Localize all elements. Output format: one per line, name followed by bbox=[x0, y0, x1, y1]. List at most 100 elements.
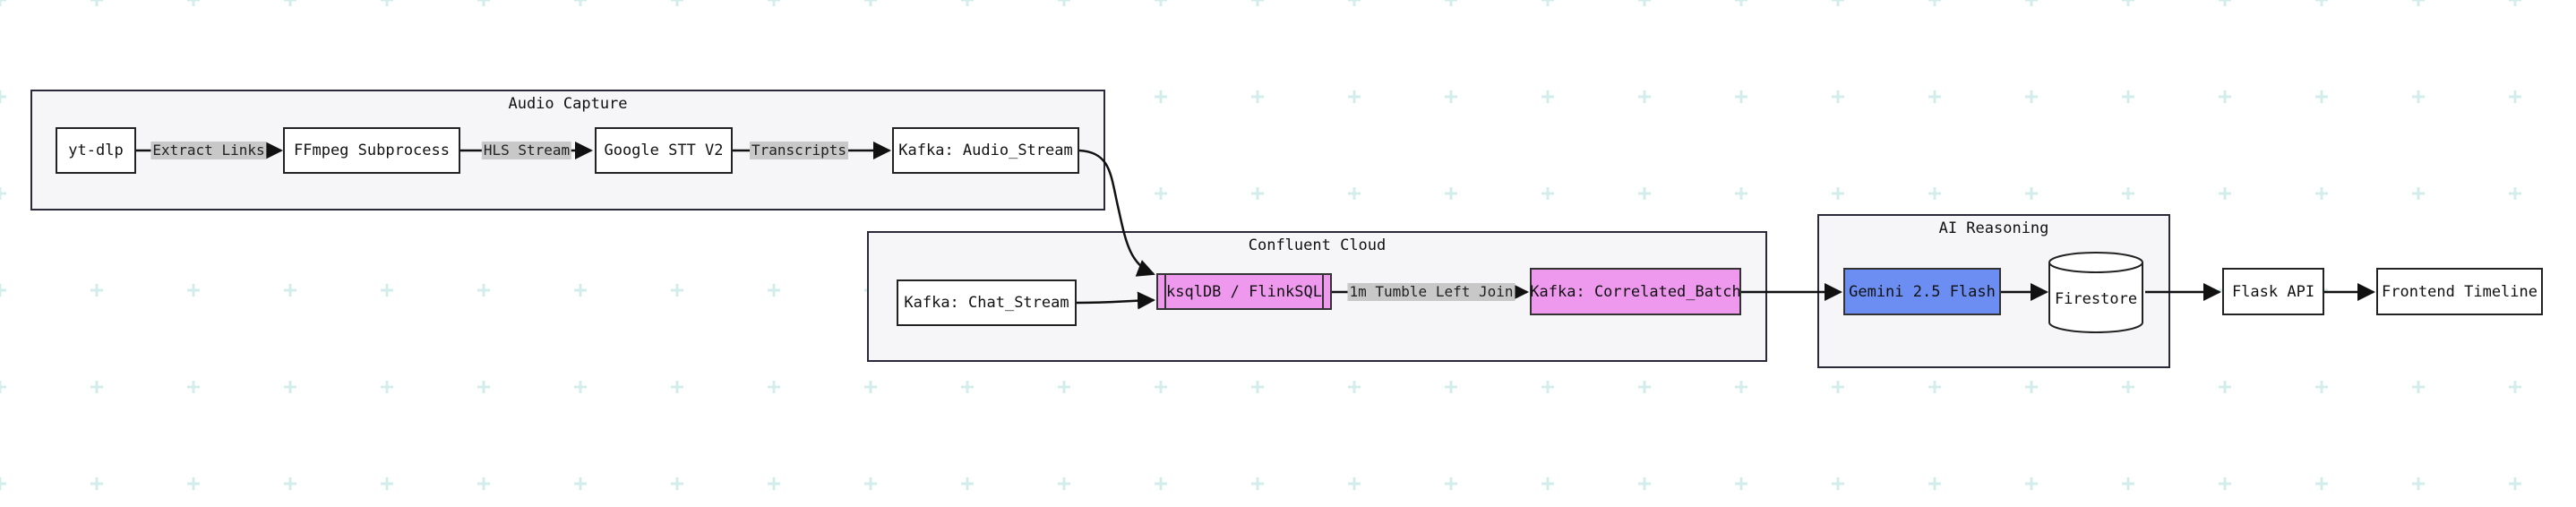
background-plus-mark bbox=[477, 477, 490, 490]
background-plus-mark bbox=[2025, 0, 2038, 6]
background-plus-mark bbox=[1348, 90, 1361, 103]
background-plus-mark bbox=[1348, 381, 1361, 393]
background-plus-mark bbox=[768, 477, 780, 490]
background-plus-mark bbox=[0, 284, 6, 296]
background-plus-mark bbox=[768, 284, 780, 296]
background-plus-mark bbox=[187, 477, 200, 490]
background-plus-mark bbox=[284, 0, 296, 6]
background-plus-mark bbox=[187, 284, 200, 296]
background-plus-mark bbox=[671, 381, 683, 393]
background-plus-mark bbox=[2219, 187, 2231, 200]
node-kafka-correlated-batch: Kafka: Correlated_Batch bbox=[1530, 268, 1741, 315]
background-plus-mark bbox=[1251, 0, 1264, 6]
background-plus-mark bbox=[2412, 187, 2425, 200]
background-plus-mark bbox=[1058, 381, 1070, 393]
background-plus-mark bbox=[2412, 0, 2425, 6]
background-plus-mark bbox=[2122, 477, 2134, 490]
background-plus-mark bbox=[2315, 381, 2328, 393]
background-plus-mark bbox=[284, 477, 296, 490]
background-plus-mark bbox=[1928, 0, 1941, 6]
background-plus-mark bbox=[1348, 187, 1361, 200]
background-plus-mark bbox=[574, 477, 587, 490]
background-plus-mark bbox=[1638, 0, 1651, 6]
background-plus-mark bbox=[0, 187, 6, 200]
node-kafka-audio-stream: Kafka: Audio_Stream bbox=[892, 127, 1079, 174]
background-plus-mark bbox=[1638, 381, 1651, 393]
background-plus-mark bbox=[1445, 477, 1457, 490]
background-plus-mark bbox=[2025, 477, 2038, 490]
background-plus-mark bbox=[1251, 381, 1264, 393]
node-kafka-chat-stream: Kafka: Chat_Stream bbox=[897, 279, 1077, 326]
background-plus-mark bbox=[2122, 381, 2134, 393]
background-plus-mark bbox=[2219, 0, 2231, 6]
edge-label-extract-links: Extract Links bbox=[150, 142, 267, 159]
background-plus-mark bbox=[1928, 90, 1941, 103]
background-plus-mark bbox=[1251, 90, 1264, 103]
edge-label-tumble-join: 1m Tumble Left Join bbox=[1347, 283, 1516, 301]
background-plus-mark bbox=[0, 477, 6, 490]
background-plus-mark bbox=[187, 0, 200, 6]
background-plus-mark bbox=[1155, 90, 1167, 103]
background-plus-mark bbox=[2412, 381, 2425, 393]
node-google-stt: Google STT V2 bbox=[595, 127, 733, 174]
background-plus-mark bbox=[477, 0, 490, 6]
background-plus-mark bbox=[284, 381, 296, 393]
background-plus-mark bbox=[574, 0, 587, 6]
background-plus-mark bbox=[381, 477, 393, 490]
node-flask-api: Flask API bbox=[2222, 268, 2324, 315]
background-plus-mark bbox=[1735, 0, 1747, 6]
background-plus-mark bbox=[2509, 477, 2521, 490]
node-frontend-timeline: Frontend Timeline bbox=[2376, 268, 2543, 315]
background-plus-mark bbox=[864, 381, 877, 393]
background-plus-mark bbox=[1155, 381, 1167, 393]
background-plus-mark bbox=[2025, 381, 2038, 393]
node-yt-dlp: yt-dlp bbox=[56, 127, 136, 174]
background-plus-mark bbox=[1058, 477, 1070, 490]
edge-label-hls-stream: HLS Stream bbox=[481, 142, 572, 159]
background-plus-mark bbox=[2412, 90, 2425, 103]
background-plus-mark bbox=[2025, 90, 2038, 103]
background-plus-mark bbox=[1832, 477, 1844, 490]
background-plus-mark bbox=[1832, 187, 1844, 200]
background-plus-mark bbox=[2122, 0, 2134, 6]
edge-label-transcripts: Transcripts bbox=[750, 142, 848, 159]
background-plus-mark bbox=[2315, 477, 2328, 490]
node-ffmpeg-subprocess: FFmpeg Subprocess bbox=[283, 127, 460, 174]
background-plus-mark bbox=[0, 381, 6, 393]
group-title-audio-capture: Audio Capture bbox=[508, 95, 628, 113]
background-plus-mark bbox=[671, 284, 683, 296]
background-plus-mark bbox=[864, 477, 877, 490]
background-plus-mark bbox=[864, 0, 877, 6]
background-plus-mark bbox=[1251, 187, 1264, 200]
background-plus-mark bbox=[1058, 0, 1070, 6]
background-plus-mark bbox=[2219, 90, 2231, 103]
background-plus-mark bbox=[90, 381, 103, 393]
background-plus-mark bbox=[2122, 90, 2134, 103]
background-plus-mark bbox=[1832, 90, 1844, 103]
background-plus-mark bbox=[90, 0, 103, 6]
background-plus-mark bbox=[1638, 477, 1651, 490]
background-plus-mark bbox=[1348, 477, 1361, 490]
background-plus-mark bbox=[2315, 0, 2328, 6]
background-plus-mark bbox=[381, 381, 393, 393]
background-plus-mark bbox=[1445, 381, 1457, 393]
background-plus-mark bbox=[1928, 477, 1941, 490]
background-plus-mark bbox=[2315, 90, 2328, 103]
background-plus-mark bbox=[0, 90, 6, 103]
node-firestore-label: Firestore bbox=[2054, 290, 2138, 308]
background-plus-mark bbox=[961, 381, 974, 393]
background-plus-mark bbox=[1251, 477, 1264, 490]
background-plus-mark bbox=[2219, 477, 2231, 490]
background-plus-mark bbox=[1832, 381, 1844, 393]
node-gemini-flash: Gemini 2.5 Flash bbox=[1843, 268, 2001, 315]
background-plus-mark bbox=[477, 284, 490, 296]
background-plus-mark bbox=[1541, 477, 1554, 490]
background-plus-mark bbox=[1541, 90, 1554, 103]
background-plus-mark bbox=[2509, 0, 2521, 6]
background-plus-mark bbox=[1735, 187, 1747, 200]
background-plus-mark bbox=[1155, 187, 1167, 200]
node-ksqldb-flinksql: ksqlDB / FlinkSQL bbox=[1156, 273, 1332, 310]
background-plus-mark bbox=[768, 381, 780, 393]
background-plus-mark bbox=[1348, 0, 1361, 6]
background-plus-mark bbox=[2509, 381, 2521, 393]
